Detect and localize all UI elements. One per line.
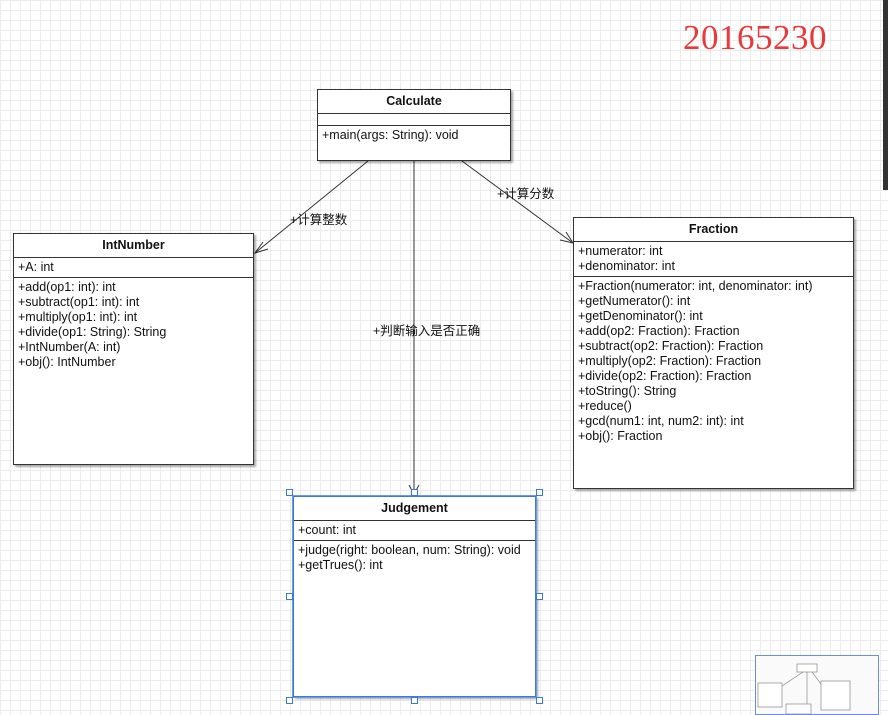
class-judgement-methods: +judge(right: boolean, num: String): voi… (294, 541, 535, 575)
method: +getTrues(): int (298, 558, 383, 572)
class-fraction-name: Fraction (574, 218, 853, 242)
minimap-preview (757, 663, 851, 714)
method: +reduce() (578, 399, 632, 413)
method: +getDenominator(): int (578, 309, 703, 323)
class-fraction-attributes: +numerator: int +denominator: int (574, 242, 853, 277)
method: +add(op1: int): int (18, 280, 116, 294)
class-calculate-name: Calculate (318, 90, 510, 114)
method: +gcd(num1: int, num2: int): int (578, 414, 744, 428)
method: +divide(op1: String): String (18, 325, 167, 339)
method: +Fraction(numerator: int, denominator: i… (578, 279, 813, 293)
attribute: +numerator: int (578, 244, 663, 258)
class-fraction-methods: +Fraction(numerator: int, denominator: i… (574, 277, 853, 446)
class-intnumber-name: IntNumber (14, 234, 253, 258)
edge-calculate-fraction (461, 160, 574, 244)
edge-label-judgement: +判断输入是否正确 (373, 324, 481, 338)
resize-handle-ne[interactable] (536, 489, 543, 496)
class-calculate-methods: +main(args: String): void (318, 126, 510, 145)
class-intnumber-attributes: +A: int (14, 258, 253, 278)
method: +divide(op2: Fraction): Fraction (578, 369, 752, 383)
resize-handle-e[interactable] (536, 593, 543, 600)
attribute: +count: int (298, 523, 357, 537)
resize-handle-se[interactable] (536, 697, 543, 704)
resize-handle-nw[interactable] (286, 489, 293, 496)
student-id-stamp: 20165230 (683, 18, 827, 57)
method: +subtract(op1: int): int (18, 295, 140, 309)
class-calculate-attributes (318, 114, 510, 126)
class-judgement[interactable]: Judgement +count: int +judge(right: bool… (292, 495, 537, 698)
edge-label-intnumber: +计算整数 (290, 213, 348, 227)
class-intnumber-methods: +add(op1: int): int +subtract(op1: int):… (14, 278, 253, 372)
class-fraction[interactable]: Fraction +numerator: int +denominator: i… (573, 217, 854, 489)
resize-handle-sw[interactable] (286, 697, 293, 704)
resize-handle-s[interactable] (411, 697, 418, 704)
method: +add(op2: Fraction): Fraction (578, 324, 740, 338)
edge-label-fraction: +计算分数 (497, 187, 555, 201)
arrowhead-fraction (559, 231, 575, 244)
class-calculate[interactable]: Calculate +main(args: String): void (317, 89, 511, 161)
method: +subtract(op2: Fraction): Fraction (578, 339, 764, 353)
edge-calculate-intnumber (254, 160, 369, 254)
class-intnumber[interactable]: IntNumber +A: int +add(op1: int): int +s… (13, 233, 254, 465)
method: +toString(): String (578, 384, 677, 398)
method: +IntNumber(A: int) (18, 340, 121, 354)
method: +getNumerator(): int (578, 294, 691, 308)
method: +obj(): IntNumber (18, 355, 116, 369)
resize-handle-n[interactable] (411, 489, 418, 496)
class-judgement-name: Judgement (294, 497, 535, 521)
attribute: +A: int (18, 260, 54, 274)
minimap[interactable] (755, 655, 879, 715)
resize-handle-w[interactable] (286, 593, 293, 600)
method: +obj(): Fraction (578, 429, 663, 443)
method: +multiply(op2: Fraction): Fraction (578, 354, 762, 368)
method: +judge(right: boolean, num: String): voi… (298, 543, 521, 557)
arrowhead-intnumber (253, 241, 269, 254)
vertical-scrollbar[interactable] (883, 0, 888, 190)
attribute: +denominator: int (578, 259, 675, 273)
method: +main(args: String): void (322, 128, 459, 142)
method: +multiply(op1: int): int (18, 310, 138, 324)
class-judgement-attributes: +count: int (294, 521, 535, 541)
